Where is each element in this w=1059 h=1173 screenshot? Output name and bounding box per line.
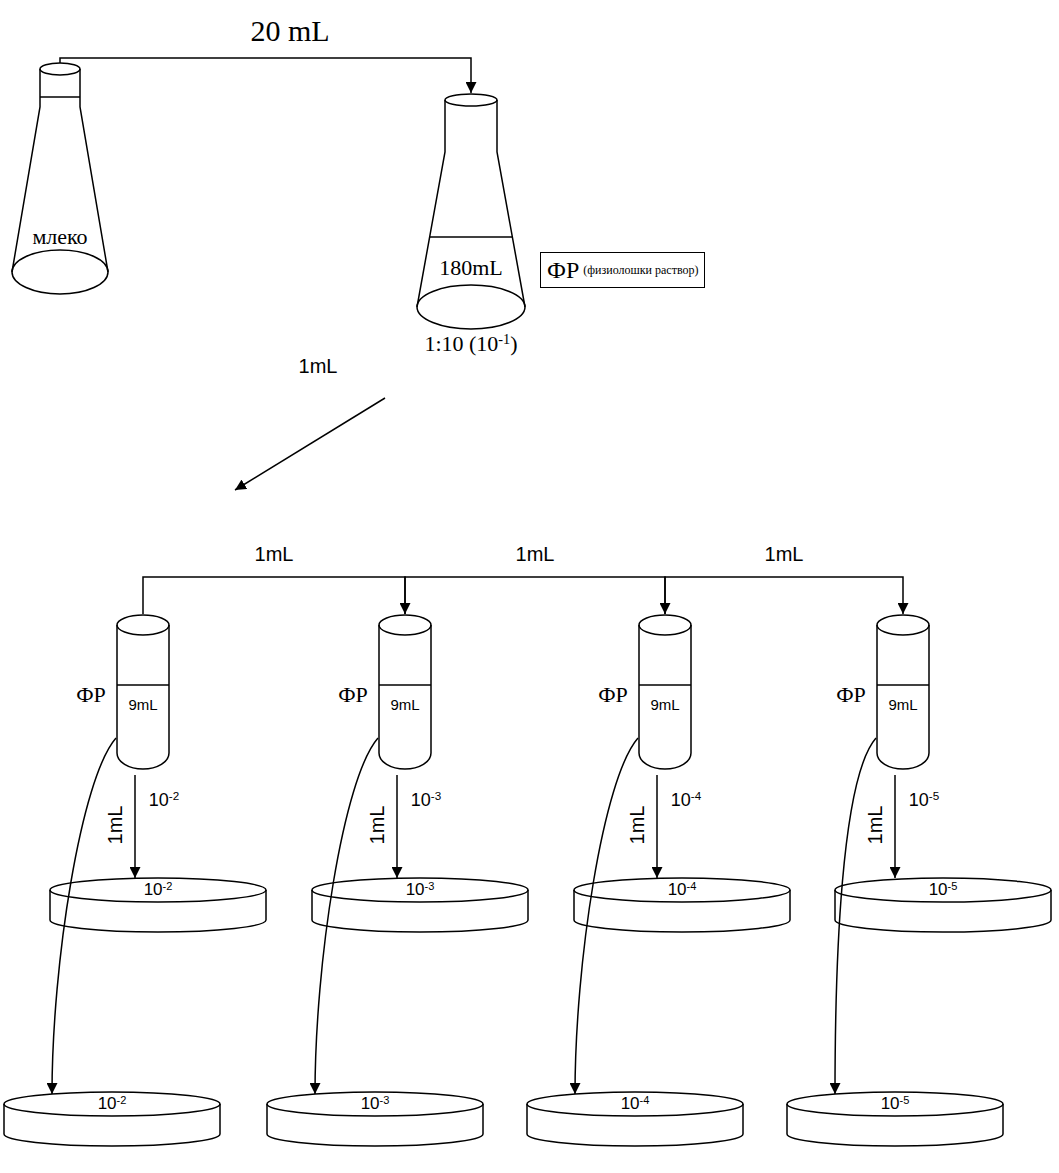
volume-label: 1mL	[626, 803, 648, 846]
node-text: 9mL	[650, 697, 679, 714]
petri-dish: 10-2	[48, 876, 268, 936]
test-tube: ФР9mL10-2	[116, 613, 170, 773]
node-text: млеко	[32, 225, 87, 249]
node-text: 10-3	[411, 790, 441, 811]
connector-arrow	[396, 775, 398, 878]
node-text: 10-4	[671, 790, 701, 811]
exponent: -3	[380, 1094, 390, 1106]
petri-dish: 10-4	[572, 876, 792, 936]
node-text: ФР	[76, 683, 106, 707]
connector-arrow	[894, 775, 896, 878]
node-text: 1:10 (10-1)	[424, 332, 517, 356]
node-text: (физиолошки раствор)	[583, 264, 698, 277]
connector-arrow	[315, 738, 378, 1094]
connector-arrow	[52, 738, 116, 1094]
petri-dish: 10-5	[785, 1090, 1005, 1150]
connector-arrow	[143, 577, 405, 614]
dilution-flask-outline	[415, 92, 527, 362]
test-tube: ФР9mL10-5	[876, 613, 930, 773]
petri-dish: 10-3	[310, 876, 530, 936]
connector-arrow	[665, 577, 903, 614]
test-tube: ФР9mL10-4	[638, 613, 692, 773]
exponent: -4	[640, 1094, 650, 1106]
test-tube: ФР9mL10-3	[378, 613, 432, 773]
connector-arrow	[235, 398, 385, 490]
node-text: 10-3	[361, 1094, 390, 1114]
volume-label: 1mL	[253, 543, 296, 565]
exponent: -2	[169, 789, 179, 802]
exponent: -2	[117, 1094, 127, 1106]
connector-arrow	[405, 577, 665, 614]
node-text: ФР	[338, 683, 368, 707]
connector-arrow	[575, 738, 638, 1094]
petri-dish: 10-5	[833, 876, 1053, 936]
volume-label: 1mL	[763, 543, 806, 565]
volume-label: 1mL	[297, 355, 340, 377]
exponent: -4	[687, 880, 697, 892]
exponent: -5	[900, 1094, 910, 1106]
exponent: -2	[163, 880, 173, 892]
node-text: 10-3	[406, 880, 435, 900]
test-tube-outline	[378, 613, 432, 773]
node-text: 10-5	[881, 1094, 910, 1114]
volume-label: 1mL	[366, 803, 388, 846]
node-text: ФР	[547, 257, 579, 283]
exponent: -5	[948, 880, 958, 892]
solution-label-box: ФР (физиолошки раствор)	[540, 252, 705, 288]
node-text: 10-2	[149, 790, 179, 811]
milk-flask-outline	[10, 62, 110, 302]
volume-label: 1mL	[864, 803, 886, 846]
node-text: ФР	[836, 683, 866, 707]
test-tube-outline	[876, 613, 930, 773]
petri-dish: 10-3	[265, 1090, 485, 1150]
connector-arrow	[835, 738, 876, 1094]
volume-label: 1mL	[104, 803, 126, 846]
node-text: 9mL	[128, 697, 157, 714]
node-text: ФР	[598, 683, 628, 707]
volume-label: 1mL	[514, 543, 557, 565]
node-text: 180mL	[439, 256, 503, 280]
node-text: 10-5	[929, 880, 958, 900]
node-text: 10-4	[621, 1094, 650, 1114]
petri-dish: 10-2	[2, 1090, 222, 1150]
connector-arrow	[656, 775, 658, 878]
petri-dish: 10-4	[525, 1090, 745, 1150]
connector-arrow	[134, 775, 136, 878]
test-tube-outline	[116, 613, 170, 773]
exponent: -5	[929, 789, 939, 802]
volume-label: 20 mL	[248, 14, 331, 47]
milk-flask: млеко	[10, 62, 110, 302]
connector-arrow	[60, 58, 471, 93]
dilution-flask: 180mL 1:10 (10-1)	[415, 92, 527, 362]
exponent: -3	[431, 789, 441, 802]
node-text: 9mL	[390, 697, 419, 714]
node-text: 10-4	[668, 880, 697, 900]
node-text: 9mL	[888, 697, 917, 714]
node-text: 10-5	[909, 790, 939, 811]
node-text: 10-2	[98, 1094, 127, 1114]
exponent: -3	[425, 880, 435, 892]
test-tube-outline	[638, 613, 692, 773]
exponent: -4	[691, 789, 701, 802]
exponent: -1	[498, 331, 510, 347]
node-text: 10-2	[144, 880, 173, 900]
